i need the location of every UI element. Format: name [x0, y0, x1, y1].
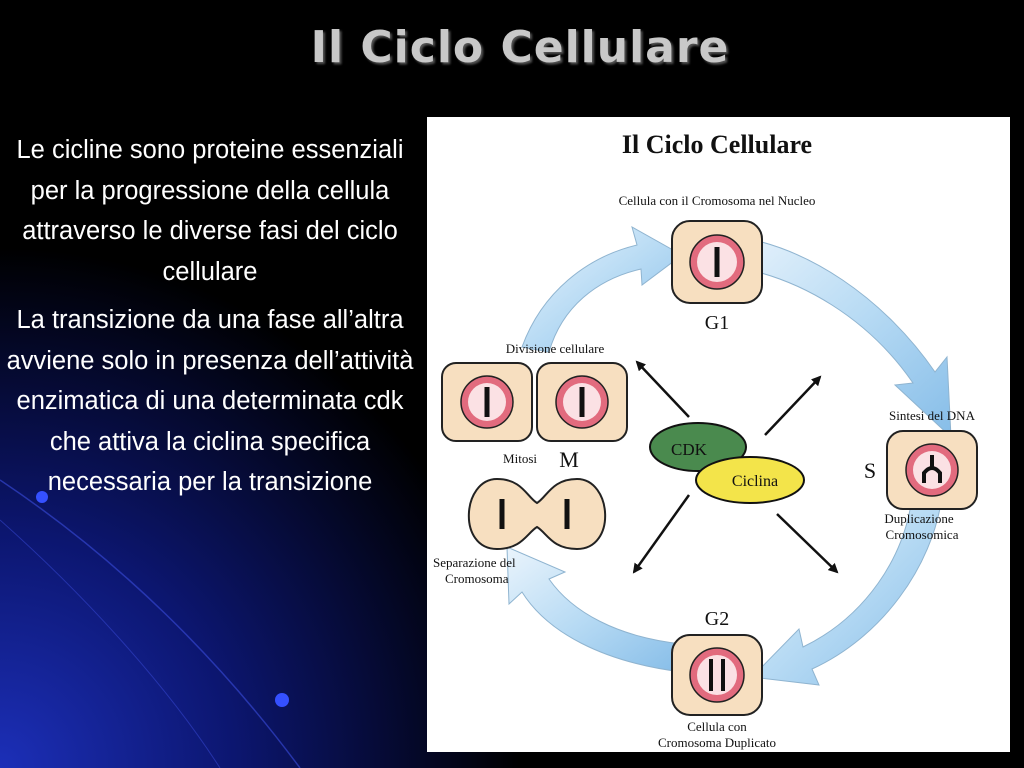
- g2-cell: [671, 634, 763, 716]
- m-phase-label: M: [559, 447, 579, 472]
- cell-cycle-figure: Il Ciclo Cellulare Cellula con il Cromos…: [427, 117, 1010, 752]
- duplication-label-line2: Cromosomica: [886, 527, 959, 542]
- duplication-label-line1: Duplicazione: [884, 511, 954, 526]
- division-label: Divisione cellulare: [506, 341, 605, 356]
- paragraph-cicline: Le cicline sono proteine essenziali per …: [16, 136, 404, 286]
- g1-label: G1: [705, 312, 729, 334]
- g2-caption-line2: Cromosoma Duplicato: [658, 735, 776, 750]
- paragraph-transizione: La transizione da una fase all’altra avv…: [6, 306, 414, 496]
- g2-label: G2: [705, 608, 729, 630]
- separation-label-line1: Separazione del: [433, 555, 516, 570]
- cdk-label: CDK: [671, 440, 708, 459]
- division-cell-left: [441, 362, 533, 442]
- ciclina-shape: [695, 456, 805, 504]
- division-cell-right: [536, 362, 628, 442]
- s-phase-label: S: [864, 458, 876, 483]
- ciclina-label: Ciclina: [732, 473, 778, 490]
- cell-cycle-diagram: Il Ciclo Cellulare Cellula con il Cromos…: [433, 130, 978, 750]
- s-cell: [886, 430, 978, 510]
- slide-title: Il Ciclo Cellulare: [310, 22, 730, 73]
- mitosis-label: Mitosi: [503, 451, 537, 466]
- g1-cell: [671, 220, 763, 304]
- mitosis-cell: [467, 477, 607, 551]
- arrow-to-g2: [776, 513, 839, 574]
- arrow-to-mitosis: [632, 494, 691, 574]
- dna-synthesis-label: Sintesi del DNA: [889, 408, 976, 423]
- arrow-g2-to-m: [506, 546, 683, 673]
- separation-label-line2: Cromosoma: [445, 571, 509, 586]
- g2-caption-line1: Cellula con: [687, 719, 747, 734]
- g1-caption: Cellula con il Cromosoma nel Nucleo: [619, 193, 816, 208]
- arrow-to-dna-synthesis: [764, 375, 822, 436]
- figure-title: Il Ciclo Cellulare: [622, 130, 812, 159]
- arrow-m-to-g1: [521, 225, 683, 353]
- arrow-to-division: [635, 360, 690, 418]
- slide-body-text: Le cicline sono proteine essenziali per …: [6, 130, 414, 503]
- cdk-shape: [649, 422, 747, 472]
